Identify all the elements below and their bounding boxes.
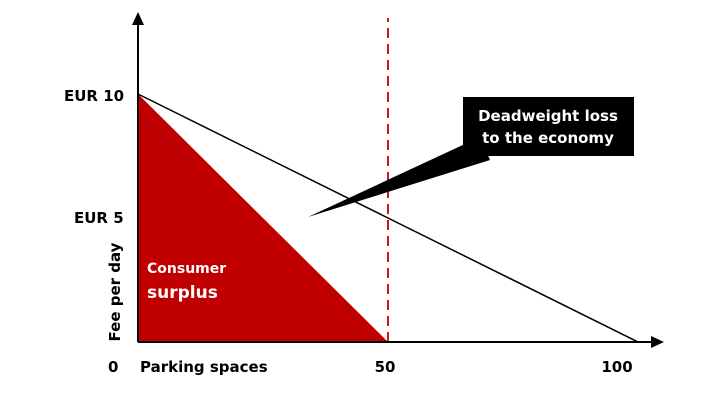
callout-box — [463, 97, 634, 156]
callout-line-1: Deadweight loss — [478, 107, 618, 125]
region-label-line-2: surplus — [147, 283, 218, 303]
y-axis-arrow — [132, 12, 144, 25]
region-label-line-1: Consumer — [147, 261, 226, 277]
x-tick-label: 100 — [601, 358, 632, 376]
demand-line — [137, 93, 639, 343]
callout-line-2: to the economy — [482, 129, 614, 147]
callout-pointer — [308, 137, 490, 217]
x-tick-label: 50 — [375, 358, 396, 376]
y-tick-label: EUR 10 — [64, 87, 124, 105]
origin-label: 0 — [108, 358, 118, 376]
consumer-surplus-region — [138, 94, 388, 342]
y-tick-label: EUR 5 — [74, 209, 124, 227]
x-axis-arrow — [651, 336, 664, 348]
y-axis-title: Fee per day — [106, 242, 124, 341]
x-axis-title: Parking spaces — [140, 358, 268, 376]
